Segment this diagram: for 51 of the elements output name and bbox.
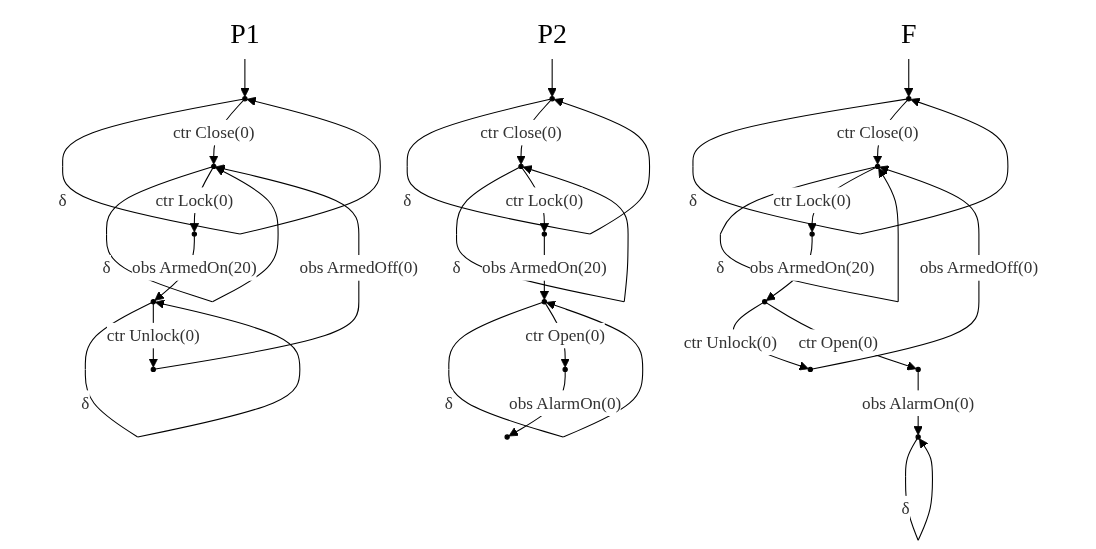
arrow [903, 58, 914, 98]
node-circle [809, 231, 815, 237]
edge-label: δ [402, 190, 411, 209]
edge-label: ctr Open(0) [524, 325, 605, 345]
edge-label: ctr Open(0) [797, 332, 878, 351]
edge-label: obs ArmedOn(20) [481, 258, 607, 277]
node-circle [807, 366, 813, 373]
edge-label: ctr Close(0) [172, 122, 255, 142]
node-circle [761, 299, 767, 305]
node-circle [150, 366, 156, 373]
edge-label: δ [901, 498, 910, 518]
node-circle [150, 299, 156, 305]
edge-label: ctr Unlock(0) [106, 325, 200, 345]
edge-label: obs AlarmOn(0) [861, 393, 974, 412]
edge-label: ctr Lock(0) [772, 190, 851, 209]
arrow [811, 165, 980, 370]
node-circle [241, 96, 248, 102]
node-circle [562, 366, 568, 373]
arrow [547, 58, 557, 98]
node-text: P2 [537, 18, 567, 50]
node-circle [905, 96, 912, 102]
node-circle [517, 163, 524, 170]
edge-label: ctr Close(0) [836, 122, 919, 142]
node-circle [541, 231, 547, 237]
edge-label: obs ArmedOn(20) [131, 258, 257, 277]
node-circle [549, 96, 555, 102]
arrow [239, 58, 250, 98]
edge-label: δ [452, 258, 461, 277]
node-circle [915, 434, 921, 440]
node-circle [541, 299, 547, 305]
edge-label: ctr Lock(0) [155, 190, 233, 209]
edge-label: obs ArmedOff(0) [919, 258, 1038, 277]
edge-label: δ [102, 258, 111, 277]
node-circle [191, 231, 197, 237]
edge-label: obs ArmedOn(20) [749, 258, 874, 277]
node-text: F [900, 18, 917, 50]
node-circle [504, 434, 510, 440]
node-circle [210, 163, 217, 170]
edge-label: ctr Unlock(0) [683, 332, 777, 351]
node-circle [874, 163, 880, 170]
node-text: P1 [229, 18, 260, 50]
node-circle [915, 366, 921, 373]
edge-label: δ [444, 393, 453, 412]
edge-label: obs ArmedOff(0) [299, 258, 418, 277]
edge-label: ctr Close(0) [479, 122, 562, 142]
edge-label: obs AlarmOn(0) [508, 393, 621, 412]
edge-label: δ [58, 190, 67, 209]
edge-label: δ [80, 393, 89, 412]
edge-label: ctr Lock(0) [505, 190, 583, 209]
edge-label: δ [715, 258, 725, 277]
edge-label: δ [688, 190, 697, 209]
